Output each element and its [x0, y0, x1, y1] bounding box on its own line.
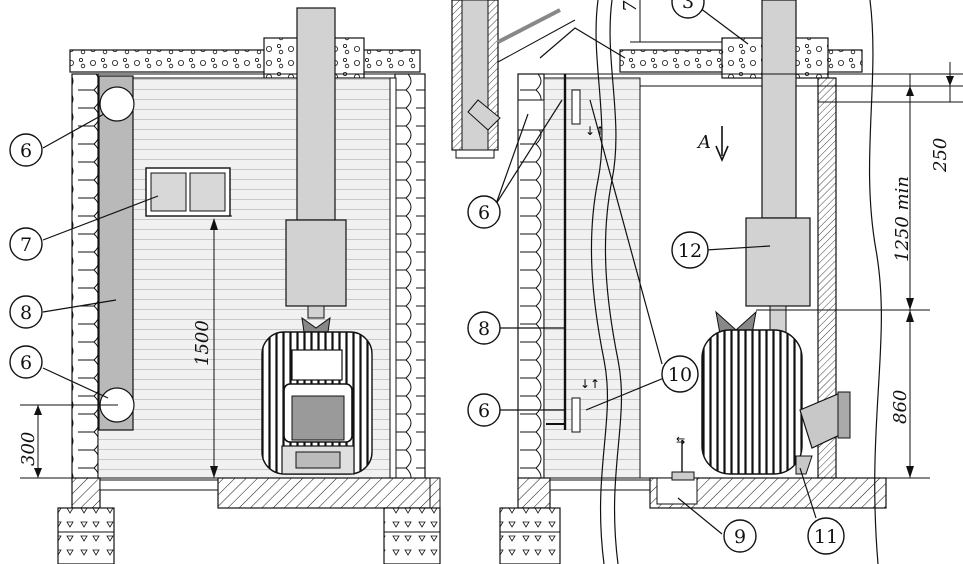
dim-860: 860	[890, 390, 911, 424]
valve-bottom	[571, 397, 581, 433]
chimney-pipe	[296, 7, 336, 221]
view-label-a: A	[696, 132, 711, 153]
callout-6-top	[9, 133, 43, 167]
vent-duct	[98, 75, 134, 431]
vent-opening-top	[99, 86, 135, 122]
callout-8-right	[467, 311, 501, 345]
callout-6-bottom	[9, 345, 43, 379]
callout-6-right-top-label: 6	[478, 202, 490, 224]
tank-right	[745, 217, 811, 307]
stove-right	[701, 310, 851, 475]
callout-10	[661, 355, 699, 393]
callout-6-right-bottom-label: 6	[478, 400, 490, 422]
foundation-right	[383, 507, 441, 564]
callout-7-label: 7	[20, 234, 32, 256]
callout-6-right-top	[467, 195, 501, 229]
callout-6-right-bottom	[467, 393, 501, 427]
stove-base	[217, 477, 439, 509]
callout-8	[9, 295, 43, 329]
dim-7: 7	[620, 0, 641, 12]
dim-250: 250	[930, 138, 951, 173]
ceiling-insulation	[69, 49, 421, 73]
svg-text:↓↑: ↓↑	[585, 124, 605, 138]
svg-text:↓↑: ↓↑	[580, 377, 600, 391]
left-wall-right-view	[517, 73, 545, 481]
chimney-pipe-right	[761, 0, 797, 219]
left-wall	[71, 73, 99, 481]
right-wall	[394, 73, 426, 481]
dim-1250: 1250 min	[892, 176, 913, 262]
tank	[285, 219, 347, 307]
callout-8-label: 8	[20, 302, 32, 324]
callout-3	[671, 0, 705, 19]
callout-11	[807, 517, 845, 555]
dim-1500: 1500	[192, 320, 213, 366]
callout-6-top-label: 6	[20, 140, 32, 162]
valve-top	[571, 89, 581, 125]
right-view: ↓↑ ↓↑ ⇆ A	[451, 0, 963, 564]
callout-7	[9, 227, 43, 261]
callout-12-label: 12	[678, 240, 702, 262]
callout-8-right-label: 8	[478, 318, 490, 340]
callout-3-label: 3	[682, 0, 694, 13]
foundation-left	[57, 507, 115, 564]
foundation-right-view	[499, 507, 561, 564]
left-view: 1500 300 6 7 8 6	[9, 7, 441, 564]
dim-300: 300	[18, 432, 39, 466]
callout-12	[671, 231, 709, 269]
callout-9-label: 9	[734, 526, 746, 548]
callout-6-bottom-label: 6	[20, 352, 32, 374]
callout-10-label: 10	[668, 364, 692, 386]
svg-text:⇆: ⇆	[676, 434, 685, 447]
callout-9	[723, 519, 757, 553]
callout-11-label: 11	[814, 526, 838, 548]
stove-left	[261, 316, 373, 475]
boarding-right-view	[543, 77, 641, 479]
